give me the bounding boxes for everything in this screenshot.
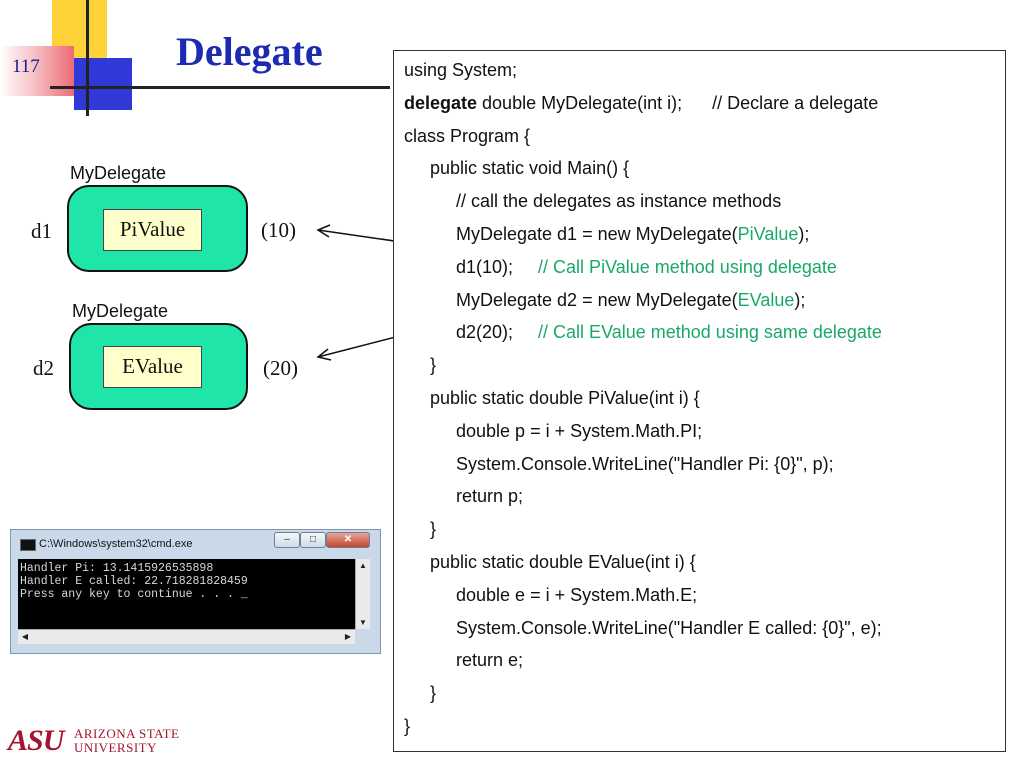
code-text: } (430, 519, 437, 540)
code-line: return p; (456, 485, 523, 507)
decor-horizontal-line (50, 86, 390, 89)
delegate1-arg-label: (10) (261, 218, 296, 242)
code-line: MyDelegate d2 = new MyDelegate(EValue); (456, 289, 805, 311)
decor-blue-square (74, 58, 132, 110)
scroll-right-icon[interactable]: ▶ (344, 632, 352, 641)
console-line: Handler Pi: 13.1415926535898 (20, 562, 214, 575)
code-line: System.Console.WriteLine("Handler E call… (456, 617, 882, 639)
arrow-d2-head (316, 348, 332, 361)
console-line: Handler E called: 22.718281828459 (20, 575, 248, 588)
code-text: } (430, 355, 437, 376)
code-line: double p = i + System.Math.PI; (456, 420, 702, 442)
delegate1-type-label: MyDelegate (70, 163, 167, 183)
asu-logo-line1: ARIZONA STATE (74, 726, 180, 741)
code-line: } (430, 518, 436, 540)
code-text: public static double EValue(int i) { (430, 552, 696, 572)
asu-logo-mark: ASU (8, 724, 64, 757)
code-text: public static void Main() { (430, 158, 630, 179)
code-text: } (430, 683, 437, 704)
scroll-up-icon[interactable]: ▲ (359, 561, 367, 570)
code-text: using System; (404, 60, 518, 80)
code-panel: using System; delegate double MyDelegate(… (393, 50, 1006, 752)
code-text: } (404, 716, 411, 736)
cmd-window-title: C:\Windows\system32\cmd.exe (39, 538, 193, 550)
code-text: double MyDelegate(int i); // Declare a d… (477, 92, 879, 113)
code-line: // call the delegates as instance method… (456, 190, 781, 212)
delegate1-var-label: d1 (31, 219, 52, 243)
scroll-down-icon[interactable]: ▼ (359, 618, 367, 627)
code-text: System.Console.WriteLine("Handler Pi: {0… (456, 453, 834, 474)
code-text: class Program { (404, 125, 531, 146)
console-line: Press any key to continue . . . _ (20, 588, 248, 601)
code-line: double e = i + System.Math.E; (456, 584, 697, 606)
delegate2-var-label: d2 (33, 356, 54, 380)
code-line: class Program { (404, 125, 530, 147)
code-text: return p; (456, 486, 524, 507)
asu-logo-line2: UNIVERSITY (74, 740, 157, 755)
code-text: double e = i + System.Math.E; (456, 584, 698, 605)
code-highlight: // Call EValue method using same delegat… (538, 322, 882, 343)
delegate2-arg-label: (20) (263, 356, 298, 380)
delegate2-method-box: EValue (103, 346, 202, 388)
code-line: public static double PiValue(int i) { (430, 387, 700, 409)
slide-number: 117 (12, 56, 40, 77)
code-highlight: // Call PiValue method using delegate (538, 256, 837, 277)
code-line: return e; (456, 649, 523, 671)
code-text: return e; (456, 650, 524, 671)
code-text: ); (794, 289, 806, 310)
code-line: public static double EValue(int i) { (430, 551, 696, 573)
code-text: public static double PiValue(int i) { (430, 388, 700, 408)
code-text: d2(20); (456, 322, 539, 343)
code-text: double p = i + System.Math.PI; (456, 420, 703, 441)
code-text: MyDelegate d2 = new MyDelegate( (456, 289, 738, 310)
cmd-icon (20, 539, 36, 551)
code-text: ); (798, 224, 810, 244)
close-button[interactable]: ✕ (326, 532, 370, 548)
code-line: d2(20); // Call EValue method using same… (456, 321, 882, 343)
code-line: using System; (404, 59, 517, 81)
code-keyword: delegate (404, 92, 478, 113)
code-line: System.Console.WriteLine("Handler Pi: {0… (456, 453, 834, 475)
cmd-window: C:\Windows\system32\cmd.exe – □ ✕ Handle… (10, 529, 381, 654)
code-text: // call the delegates as instance method… (456, 191, 782, 212)
minimize-button[interactable]: – (274, 532, 300, 548)
code-line: MyDelegate d1 = new MyDelegate(PiValue); (456, 223, 809, 245)
code-text: System.Console.WriteLine("Handler E call… (456, 617, 882, 638)
arrow-d1-head (316, 224, 331, 238)
code-line: d1(10); // Call PiValue method using del… (456, 256, 837, 278)
slide-title: Delegate (176, 29, 323, 74)
scroll-left-icon[interactable]: ◀ (21, 632, 29, 641)
delegate1-method-box: PiValue (103, 209, 202, 251)
code-line: public static void Main() { (430, 157, 629, 179)
delegate2-type-label: MyDelegate (72, 301, 169, 321)
code-line: } (430, 354, 436, 376)
code-line: delegate double MyDelegate(int i); // De… (404, 92, 878, 114)
code-text: d1(10); (456, 256, 539, 277)
code-line: } (430, 682, 436, 704)
code-line: } (404, 715, 410, 737)
maximize-button[interactable]: □ (300, 532, 326, 548)
code-highlight: EValue (737, 289, 795, 310)
code-highlight: PiValue (737, 224, 799, 244)
horizontal-scrollbar[interactable]: ◀ ▶ (18, 629, 355, 644)
vertical-scrollbar[interactable]: ▲ ▼ (355, 559, 370, 629)
code-text: MyDelegate d1 = new MyDelegate( (456, 224, 738, 244)
decor-vertical-line (86, 0, 89, 116)
